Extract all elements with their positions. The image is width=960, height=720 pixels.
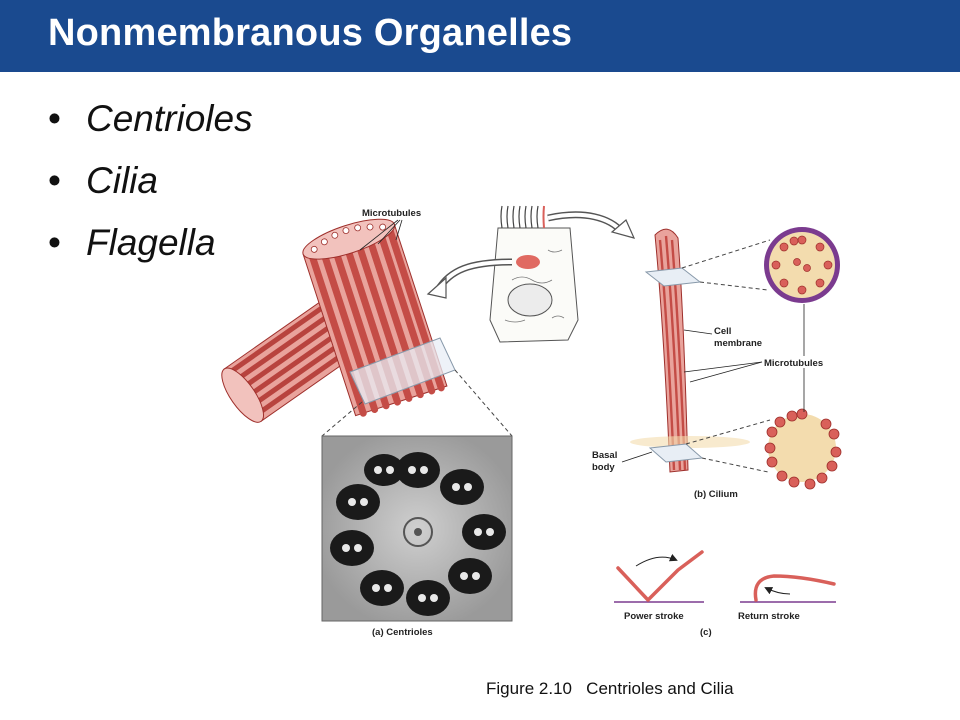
- return-stroke-illustration: [740, 574, 836, 603]
- label-panel-a: (a) Centrioles: [372, 627, 433, 638]
- label-panel-c: (c): [700, 627, 712, 638]
- leader-lines-cilium: [621, 304, 805, 463]
- label-body: body: [592, 462, 615, 473]
- cell-illustration: [489, 205, 579, 343]
- bullet-text: Cilia: [86, 160, 158, 201]
- cilium-cross-section-top: [764, 227, 840, 303]
- label-panel-b: (b) Cilium: [694, 489, 738, 500]
- centriole-pair-illustration: [221, 218, 456, 423]
- label-membrane: membrane: [714, 338, 762, 349]
- leader-lines-microtubules: [359, 219, 403, 251]
- arrow-to-cilium: [547, 211, 636, 239]
- label-cell: Cell: [714, 326, 731, 337]
- label-basal: Basal: [592, 450, 617, 461]
- bullet-item: •Centrioles: [48, 98, 253, 139]
- zoom-lines-cilium: [681, 239, 771, 473]
- slide-title: Nonmembranous Organelles: [48, 12, 573, 54]
- title-bar: Nonmembranous Organelles: [0, 0, 960, 72]
- bullet-text: Centrioles: [86, 98, 253, 139]
- bullet-list: •Centrioles •Cilia •Flagella: [48, 88, 253, 274]
- arrow-to-centrioles: [426, 258, 513, 299]
- label-return-stroke: Return stroke: [738, 611, 800, 622]
- power-stroke-illustration: [614, 550, 704, 603]
- zoom-lines-centriole: [321, 369, 513, 437]
- bullet-item: •Cilia: [48, 160, 158, 201]
- basal-body-cross-section: [764, 408, 842, 490]
- label-microtubules-top: Microtubules: [362, 208, 421, 219]
- label-power-stroke: Power stroke: [624, 611, 684, 622]
- figure-caption: Figure 2.10 Centrioles and Cilia: [486, 679, 734, 698]
- centriole-micrograph: [321, 435, 513, 622]
- bullet-text: Flagella: [86, 222, 216, 263]
- bullet-item: •Flagella: [48, 222, 216, 263]
- cilium-illustration: [630, 228, 750, 473]
- label-microtubules-right: Microtubules: [764, 358, 823, 369]
